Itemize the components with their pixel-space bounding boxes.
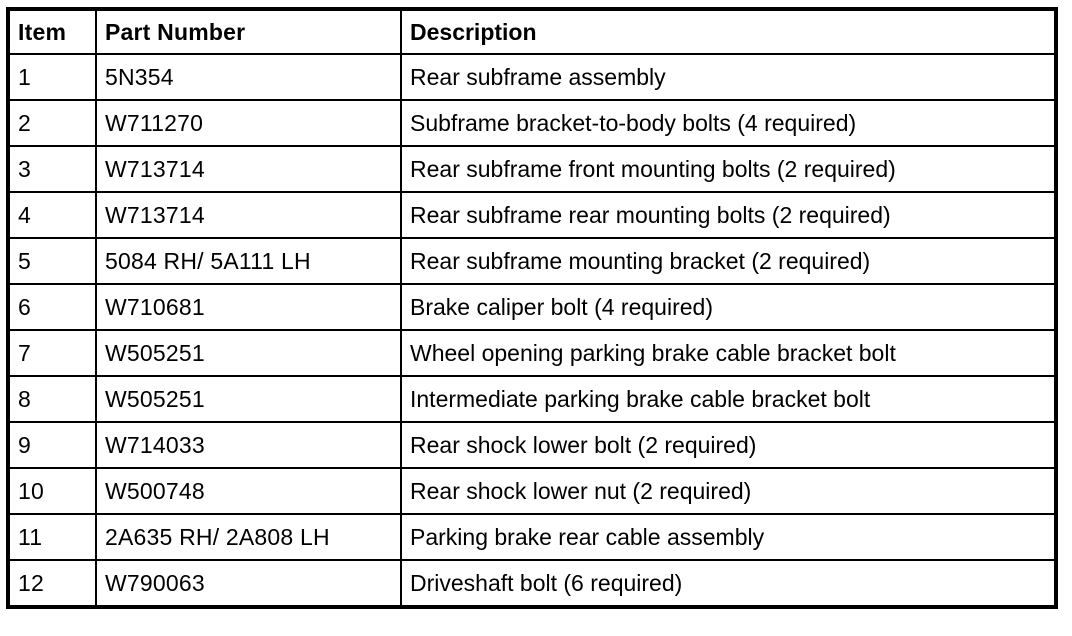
table-row: 3 W713714 Rear subframe front mounting b… xyxy=(7,145,1057,193)
table-row: 8 W505251 Intermediate parking brake cab… xyxy=(7,375,1057,423)
cell-part-number: W714033 xyxy=(95,421,402,469)
table-row: 10 W500748 Rear shock lower nut (2 requi… xyxy=(7,467,1057,515)
table-row: 7 W505251 Wheel opening parking brake ca… xyxy=(7,329,1057,377)
table-header: Item Part Number Description xyxy=(7,8,1057,55)
table-row: 1 5N354 Rear subframe assembly xyxy=(7,53,1057,101)
cell-description: Driveshaft bolt (6 required) xyxy=(400,559,1057,608)
cell-item: 6 xyxy=(7,283,97,331)
cell-description: Parking brake rear cable assembly xyxy=(400,513,1057,561)
cell-description: Rear subframe front mounting bolts (2 re… xyxy=(400,145,1057,193)
column-header-part-number: Part Number xyxy=(95,8,402,55)
cell-description: Rear subframe rear mounting bolts (2 req… xyxy=(400,191,1057,239)
cell-item: 10 xyxy=(7,467,97,515)
cell-item: 2 xyxy=(7,99,97,147)
cell-part-number: W711270 xyxy=(95,99,402,147)
cell-description: Intermediate parking brake cable bracket… xyxy=(400,375,1057,423)
cell-part-number: 2A635 RH/ 2A808 LH xyxy=(95,513,402,561)
cell-part-number: W713714 xyxy=(95,145,402,193)
cell-description: Rear subframe mounting bracket (2 requir… xyxy=(400,237,1057,285)
table-row: 2 W711270 Subframe bracket-to-body bolts… xyxy=(7,99,1057,147)
table-header-row: Item Part Number Description xyxy=(7,8,1057,55)
cell-part-number: 5084 RH/ 5A111 LH xyxy=(95,237,402,285)
cell-description: Subframe bracket-to-body bolts (4 requir… xyxy=(400,99,1057,147)
cell-description: Rear subframe assembly xyxy=(400,53,1057,101)
table-row: 12 W790063 Driveshaft bolt (6 required) xyxy=(7,559,1057,608)
table-row: 5 5084 RH/ 5A111 LH Rear subframe mounti… xyxy=(7,237,1057,285)
cell-item: 5 xyxy=(7,237,97,285)
table-row: 9 W714033 Rear shock lower bolt (2 requi… xyxy=(7,421,1057,469)
cell-part-number: W790063 xyxy=(95,559,402,608)
cell-item: 8 xyxy=(7,375,97,423)
column-header-item: Item xyxy=(7,8,97,55)
cell-description: Brake caliper bolt (4 required) xyxy=(400,283,1057,331)
cell-item: 3 xyxy=(7,145,97,193)
table-row: 4 W713714 Rear subframe rear mounting bo… xyxy=(7,191,1057,239)
cell-part-number: W710681 xyxy=(95,283,402,331)
parts-list-table: Item Part Number Description 1 5N354 Rea… xyxy=(6,7,1058,609)
cell-part-number: W505251 xyxy=(95,375,402,423)
cell-item: 9 xyxy=(7,421,97,469)
cell-part-number: W505251 xyxy=(95,329,402,377)
cell-description: Rear shock lower bolt (2 required) xyxy=(400,421,1057,469)
column-header-description: Description xyxy=(400,8,1057,55)
table-row: 6 W710681 Brake caliper bolt (4 required… xyxy=(7,283,1057,331)
cell-item: 7 xyxy=(7,329,97,377)
cell-description: Rear shock lower nut (2 required) xyxy=(400,467,1057,515)
cell-item: 1 xyxy=(7,53,97,101)
table-body: 1 5N354 Rear subframe assembly 2 W711270… xyxy=(7,53,1057,608)
cell-item: 12 xyxy=(7,559,97,608)
cell-item: 11 xyxy=(7,513,97,561)
cell-part-number: W713714 xyxy=(95,191,402,239)
cell-part-number: W500748 xyxy=(95,467,402,515)
cell-part-number: 5N354 xyxy=(95,53,402,101)
cell-item: 4 xyxy=(7,191,97,239)
table-row: 11 2A635 RH/ 2A808 LH Parking brake rear… xyxy=(7,513,1057,561)
cell-description: Wheel opening parking brake cable bracke… xyxy=(400,329,1057,377)
